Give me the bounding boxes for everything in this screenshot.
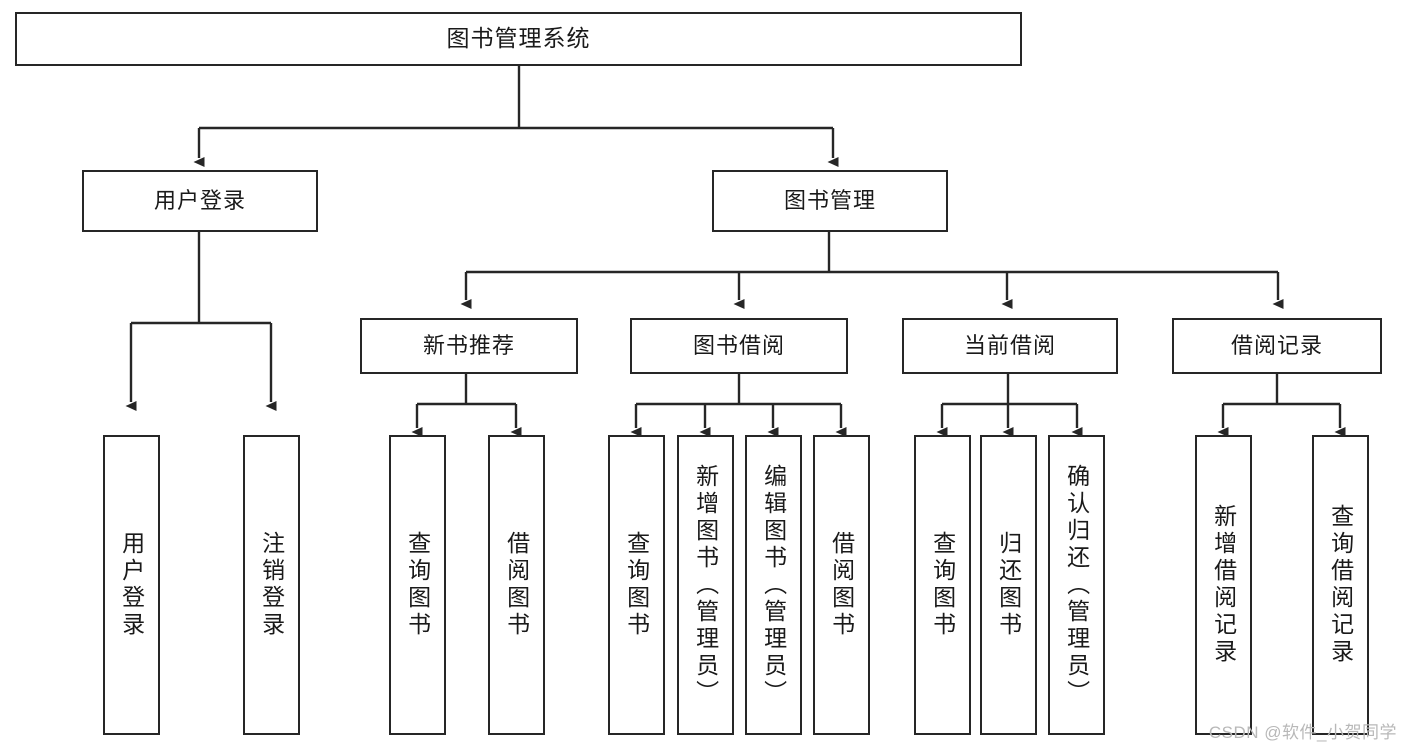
watermark-text: CSDN @软件_小贺同学 <box>1208 723 1397 742</box>
node-label: 编辑图书（管理员） <box>760 463 787 707</box>
node-user-login[interactable]: 用户登录 <box>82 170 318 232</box>
leaf-borrow-borrow-book[interactable]: 借阅图书 <box>813 435 870 735</box>
node-label: 新增借阅记录 <box>1210 504 1237 666</box>
leaf-recommend-query-book[interactable]: 查询图书 <box>389 435 446 735</box>
leaf-current-query-book[interactable]: 查询图书 <box>914 435 971 735</box>
node-borrow-record[interactable]: 借阅记录 <box>1172 318 1382 374</box>
node-label: 查询图书 <box>929 531 956 639</box>
node-label: 借阅记录 <box>1230 332 1323 358</box>
leaf-record-query-borrow-record[interactable]: 查询借阅记录 <box>1312 435 1369 735</box>
node-book-borrow[interactable]: 图书借阅 <box>630 318 848 374</box>
leaf-current-return-book[interactable]: 归还图书 <box>980 435 1037 735</box>
node-label: 图书管理 <box>783 187 876 213</box>
node-label: 图书管理系统 <box>446 25 591 52</box>
node-label: 新书推荐 <box>422 332 515 358</box>
leaf-recommend-borrow-book[interactable]: 借阅图书 <box>488 435 545 735</box>
node-label: 查询图书 <box>404 531 431 639</box>
node-label: 借阅图书 <box>503 531 530 639</box>
node-label: 用户登录 <box>153 187 246 213</box>
leaf-borrow-query-book[interactable]: 查询图书 <box>608 435 665 735</box>
node-new-book-recommend[interactable]: 新书推荐 <box>360 318 578 374</box>
leaf-current-confirm-return-admin[interactable]: 确认归还（管理员） <box>1048 435 1105 735</box>
node-label: 借阅图书 <box>828 531 855 639</box>
node-label: 归还图书 <box>995 531 1022 639</box>
leaf-borrow-edit-book-admin[interactable]: 编辑图书（管理员） <box>745 435 802 735</box>
node-book-management[interactable]: 图书管理 <box>712 170 948 232</box>
node-label: 注销登录 <box>258 531 285 639</box>
node-root-book-management-system[interactable]: 图书管理系统 <box>15 12 1022 66</box>
leaf-record-add-borrow-record[interactable]: 新增借阅记录 <box>1195 435 1252 735</box>
node-label: 图书借阅 <box>692 332 785 358</box>
node-label: 查询图书 <box>623 531 650 639</box>
leaf-user-login-logout[interactable]: 注销登录 <box>243 435 300 735</box>
node-label: 用户登录 <box>118 531 145 639</box>
leaf-borrow-add-book-admin[interactable]: 新增图书（管理员） <box>677 435 734 735</box>
node-label: 当前借阅 <box>963 332 1056 358</box>
node-label: 新增图书（管理员） <box>692 463 719 707</box>
node-label: 确认归还（管理员） <box>1063 463 1090 707</box>
leaf-user-login-login[interactable]: 用户登录 <box>103 435 160 735</box>
node-label: 查询借阅记录 <box>1327 504 1354 666</box>
node-current-borrow[interactable]: 当前借阅 <box>902 318 1118 374</box>
